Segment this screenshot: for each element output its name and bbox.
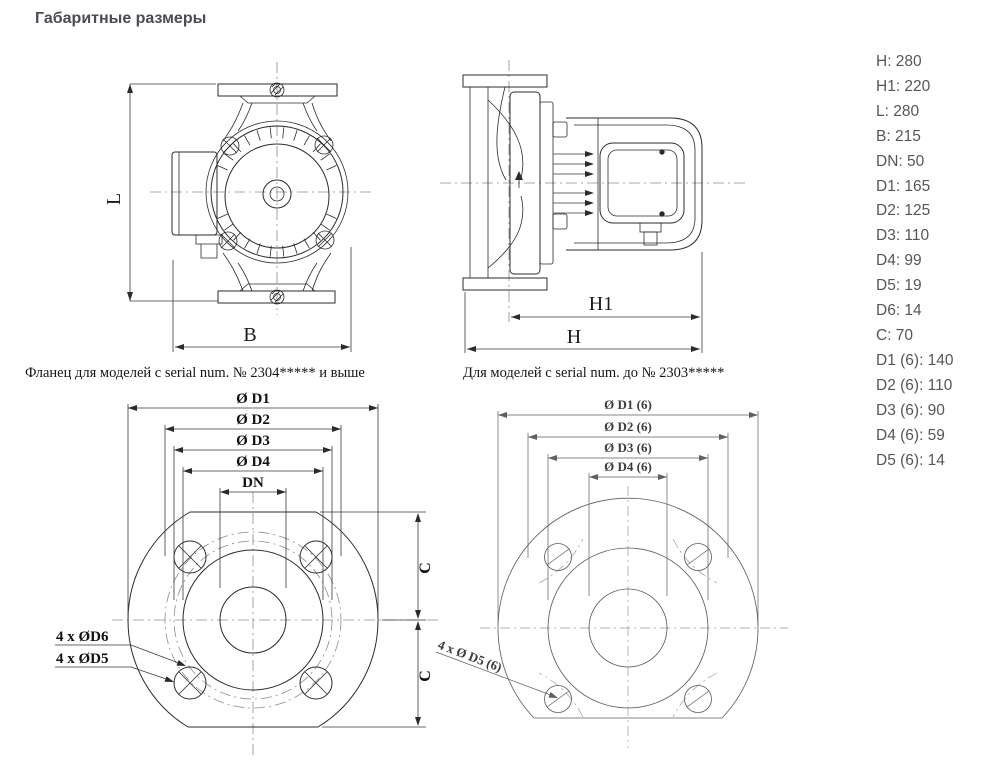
hole-callout-d5: 4 x ØD5 xyxy=(55,651,174,682)
flange-new-drawing: Ø D1 Ø D2 Ø D3 Ø D4 DN 4 x ØD6 xyxy=(55,391,438,756)
caption-flange-new: Фланец для моделей с serial num. № 2304*… xyxy=(25,365,365,381)
dimension-item: D2 (6): 110 xyxy=(876,376,953,394)
dimension-item: D5 (6): 14 xyxy=(876,451,945,469)
dim-label-d3: Ø D3 xyxy=(236,433,270,449)
dimension-item: D6: 14 xyxy=(876,302,922,320)
dim-label-l: L xyxy=(103,193,125,205)
dimension-item: H1: 220 xyxy=(876,77,931,95)
dimension-item: D1: 165 xyxy=(876,177,931,195)
dim-label-b: B xyxy=(243,324,256,346)
bolt-holes-new xyxy=(173,540,333,700)
dim-label-d1-6: Ø D1 (6) xyxy=(604,397,652,412)
housing-screws xyxy=(218,135,335,251)
hole-callout-d5-6: 4 x Ø D5 (6) xyxy=(435,637,558,698)
dimension-item: D3: 110 xyxy=(876,227,930,245)
dimension-item: D4: 99 xyxy=(876,252,922,270)
dimensions-list: H: 280 H1: 220 L: 280 B: 215 DN: 50 D1: … xyxy=(876,50,954,473)
label-4xd5: 4 x ØD5 xyxy=(56,651,109,667)
terminal-box xyxy=(171,151,223,259)
front-view-drawing: L B xyxy=(103,62,372,352)
dimension-item: H: 280 xyxy=(876,53,922,70)
control-panel xyxy=(599,142,685,246)
dimension-item: D3 (6): 90 xyxy=(876,401,945,419)
flange-old-dimensions: Ø D1 (6) Ø D2 (6) Ø D3 (6) Ø D4 (6) xyxy=(497,397,759,625)
dimension-item: D1 (6): 140 xyxy=(876,351,954,369)
bolt-holes-old xyxy=(544,543,712,713)
dim-label-d1: Ø D1 xyxy=(236,391,270,407)
dimension-item: B: 215 xyxy=(876,127,921,145)
dim-label-d3-6: Ø D3 (6) xyxy=(604,440,652,455)
dimension-item: C: 70 xyxy=(876,326,914,344)
dimension-c: C C xyxy=(320,511,434,728)
flange-new-dimensions: Ø D1 Ø D2 Ø D3 Ø D4 DN xyxy=(127,391,379,616)
dim-label-h: H xyxy=(567,326,581,348)
dimension-h1: H1 xyxy=(511,252,703,353)
dim-label-dn: DN xyxy=(242,475,264,491)
dim-label-d4: Ø D4 xyxy=(236,454,270,470)
dimension-item: DN: 50 xyxy=(876,152,925,170)
dimension-b: B xyxy=(172,247,352,352)
label-4xd6: 4 x ØD6 xyxy=(56,629,109,645)
dimension-item: L: 280 xyxy=(876,102,920,120)
dim-label-d2-6: Ø D2 (6) xyxy=(604,419,652,434)
dim-label-d2: Ø D2 xyxy=(236,412,270,428)
caption-flange-old: Для моделей с serial num. до № 2303***** xyxy=(463,365,725,381)
dimension-item: D5: 19 xyxy=(876,277,922,295)
hole-callout-d6: 4 x ØD6 xyxy=(55,629,186,666)
dimension-item: D2: 125 xyxy=(876,202,931,220)
dim-label-c-upper: C xyxy=(417,562,434,574)
side-view-drawing: H1 H xyxy=(440,60,745,353)
dimension-item: D4 (6): 59 xyxy=(876,426,945,444)
dim-label-c-lower: C xyxy=(417,670,434,682)
dimension-l: L xyxy=(103,83,218,302)
flange-old-drawing: Ø D1 (6) Ø D2 (6) Ø D3 (6) Ø D4 (6) 4 x … xyxy=(435,397,788,748)
dim-label-h1: H1 xyxy=(589,293,613,315)
page-title: Габаритные размеры xyxy=(35,10,207,27)
dimension-h: H xyxy=(464,292,700,353)
dim-label-d4-6: Ø D4 (6) xyxy=(604,459,652,474)
